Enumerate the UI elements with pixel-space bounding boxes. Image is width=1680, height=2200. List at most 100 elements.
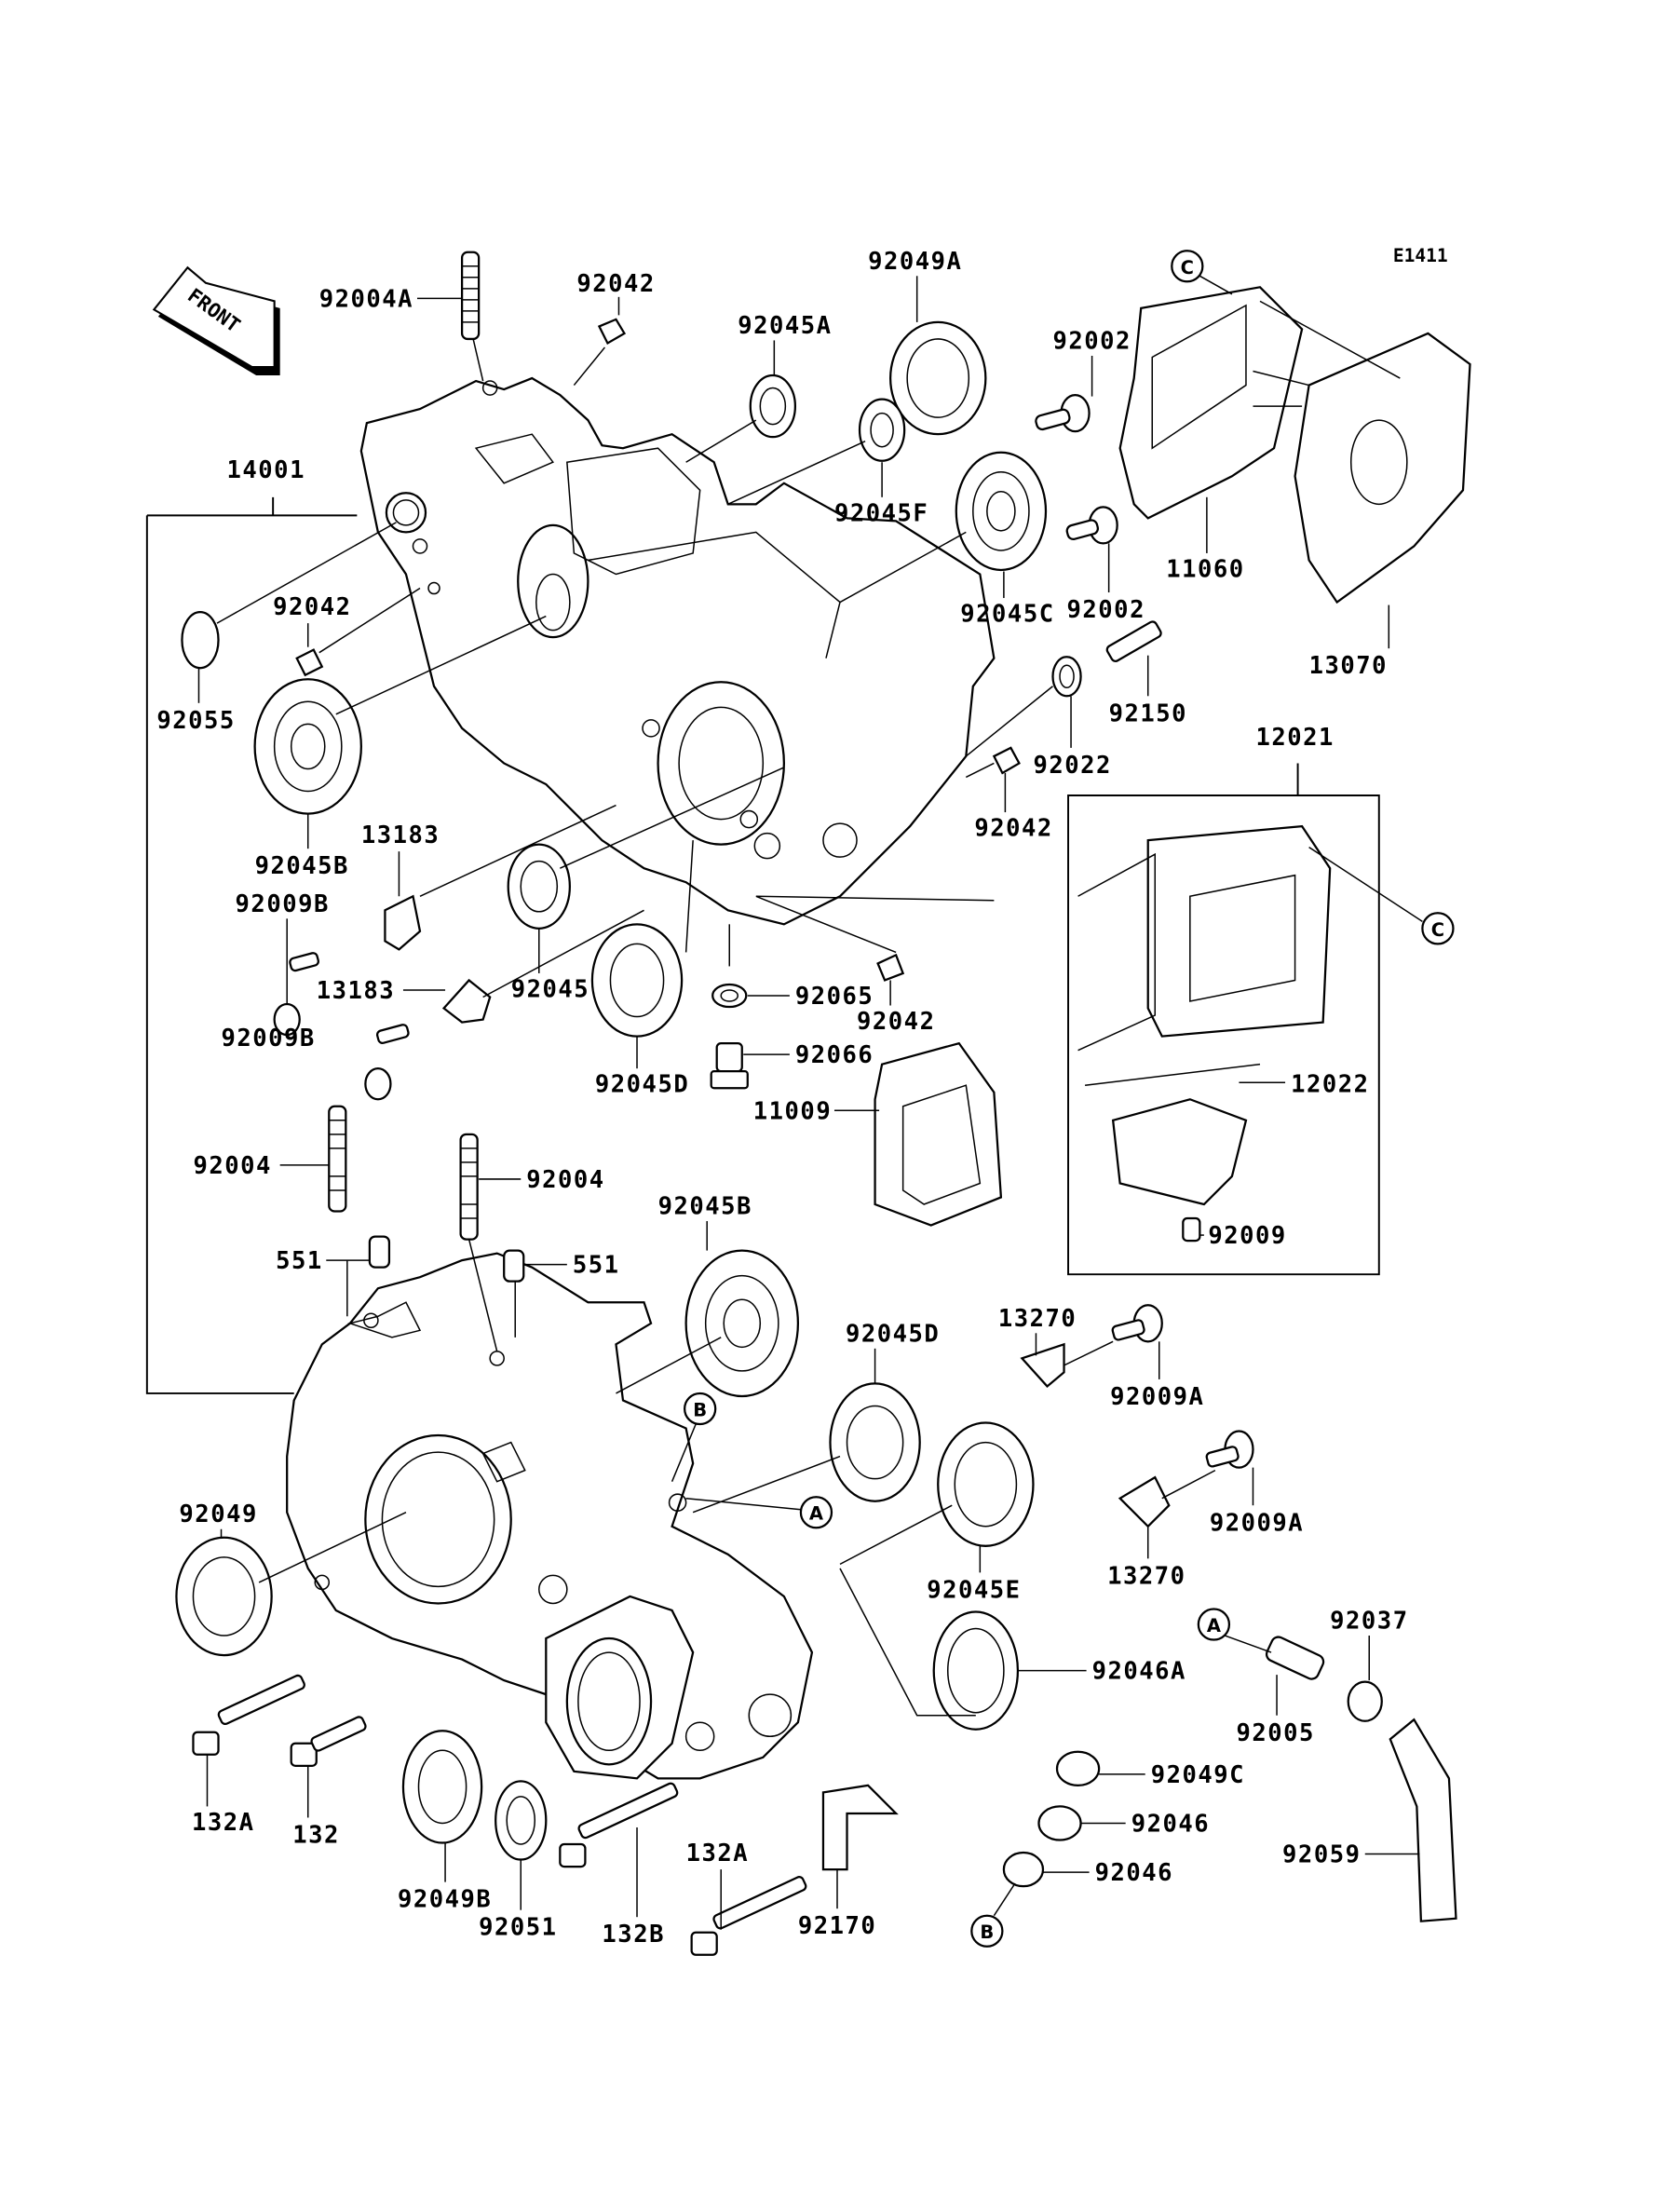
screw-92009b-a <box>273 952 319 1037</box>
callout-92051: 92051 <box>479 1914 557 1942</box>
plate-13270-b <box>1118 1469 1216 1528</box>
callout-13070: 13070 <box>1309 652 1388 680</box>
assembly-bracket-14001 <box>145 496 358 1394</box>
svg-text:B: B <box>980 1922 994 1943</box>
gasket-11060 <box>1118 286 1304 520</box>
callout-92004a: 92004A <box>319 285 413 313</box>
bearing-92045b-upper <box>253 615 547 815</box>
callouts: 92004A 92042 92045A 92049A 92002 14001 9… <box>156 248 1420 1949</box>
svg-text:A: A <box>809 1503 824 1525</box>
callout-132a-bottom: 132A <box>686 1840 750 1867</box>
callout-92065: 92065 <box>795 983 874 1011</box>
bolt-92002-a <box>1035 393 1091 433</box>
upper-crankcase <box>359 376 996 926</box>
callout-92004-left: 92004 <box>193 1152 271 1180</box>
callout-92009a-bottom: 92009A <box>1210 1509 1304 1537</box>
oil-seal-92051 <box>495 1780 548 1861</box>
bolt-132a-bottom <box>690 1876 807 1956</box>
callout-11060: 11060 <box>1166 556 1244 584</box>
callout-92002-top: 92002 <box>1053 327 1131 355</box>
fitting-92005 <box>1265 1636 1325 1680</box>
callout-92004-mid: 92004 <box>526 1166 604 1194</box>
bolt-132 <box>290 1716 367 1767</box>
callout-92150: 92150 <box>1109 699 1187 727</box>
lower-crankcase <box>286 1252 814 1780</box>
callout-92045b-lower: 92045B <box>658 1193 752 1221</box>
bearing-92045f <box>727 398 906 506</box>
svg-text:A: A <box>1207 1615 1222 1636</box>
fitting-92150 <box>1105 620 1162 662</box>
callout-92045f: 92045F <box>834 499 928 527</box>
callout-12021: 12021 <box>1255 724 1334 752</box>
callout-92022: 92022 <box>1033 752 1111 780</box>
callout-92037: 92037 <box>1330 1608 1408 1636</box>
reference-markers: C C B A A B <box>671 250 1455 1948</box>
bolt-132b <box>559 1782 679 1868</box>
callout-92049c: 92049C <box>1151 1761 1245 1789</box>
callout-11009: 11009 <box>753 1097 832 1125</box>
callout-92045a: 92045A <box>738 312 832 340</box>
plate-13183-a <box>384 804 616 951</box>
dowel-pin-92042-left <box>295 587 421 677</box>
callout-132a-left: 132A <box>192 1809 255 1837</box>
screw-92009 <box>1182 1216 1201 1243</box>
callout-92045b-upper: 92045B <box>255 852 349 880</box>
dowel-551-right <box>503 1249 525 1283</box>
bearing-92045d-lower <box>692 1382 921 1514</box>
callout-551-right: 551 <box>573 1252 620 1280</box>
dowel-pin-92042-right <box>965 746 1021 779</box>
callout-92042-top: 92042 <box>576 270 655 298</box>
callout-92049: 92049 <box>179 1501 257 1528</box>
bearing-92045c <box>839 451 1048 604</box>
guide-92170 <box>821 1784 899 1871</box>
washer-92022 <box>965 656 1082 757</box>
callout-551-left: 551 <box>276 1247 323 1275</box>
callout-92042-left: 92042 <box>273 593 351 621</box>
dowel-pin-92042-mid <box>755 895 995 982</box>
clamp-92037 <box>1347 1680 1383 1722</box>
plate-13183-b <box>441 909 644 1024</box>
callout-92005: 92005 <box>1236 1719 1314 1747</box>
front-arrow-icon: FRONT <box>152 265 280 376</box>
callout-13183-bottom: 13183 <box>317 977 395 1005</box>
stud-92004-mid <box>459 1133 498 1352</box>
marker-b-top: B <box>671 1392 717 1482</box>
callout-92046a: 92046A <box>1092 1658 1186 1686</box>
plate-13270-a <box>1020 1340 1114 1388</box>
collar-92046-b <box>1002 1851 1045 1888</box>
bearing-92045e <box>839 1421 1035 1566</box>
drain-plug-92066 <box>710 1041 749 1090</box>
hose-92059 <box>1389 1718 1457 1922</box>
callout-92002-mid: 92002 <box>1067 596 1145 624</box>
callout-132: 132 <box>292 1822 340 1850</box>
callout-12022: 12022 <box>1291 1071 1369 1099</box>
reed-valve-13070 <box>1253 332 1471 604</box>
bolt-92002-b <box>1065 506 1118 545</box>
screw-92009a-b <box>1205 1430 1254 1469</box>
bearing-92045b-lower <box>616 1249 800 1398</box>
callout-92045d-lower: 92045D <box>846 1320 940 1348</box>
callout-13270-top: 13270 <box>998 1305 1077 1333</box>
marker-a-mid: A <box>685 1496 833 1529</box>
callout-92042-mid: 92042 <box>857 1008 935 1036</box>
stud-92004a <box>460 251 484 382</box>
oring-92055 <box>181 522 397 670</box>
callout-92045e: 92045E <box>927 1576 1021 1604</box>
marker-b-bottom: B <box>970 1882 1016 1948</box>
callout-13183-top: 13183 <box>361 822 440 849</box>
callout-92046-a: 92046 <box>1131 1810 1210 1838</box>
callout-92049b: 92049B <box>398 1886 492 1914</box>
callout-92045d-upper: 92045D <box>595 1071 689 1099</box>
bearing-92045a <box>685 373 797 463</box>
leader-c-top <box>1259 300 1401 379</box>
marker-a-right: A <box>1197 1608 1272 1653</box>
callout-92046-b: 92046 <box>1095 1859 1173 1887</box>
callout-92009: 92009 <box>1208 1222 1286 1250</box>
callout-92170: 92170 <box>798 1912 876 1940</box>
svg-text:C: C <box>1181 257 1194 278</box>
stud-92004-left <box>328 1105 347 1213</box>
callout-92066: 92066 <box>795 1041 874 1069</box>
callout-92059: 92059 <box>1282 1841 1361 1869</box>
callout-13270-bottom: 13270 <box>1107 1562 1185 1590</box>
